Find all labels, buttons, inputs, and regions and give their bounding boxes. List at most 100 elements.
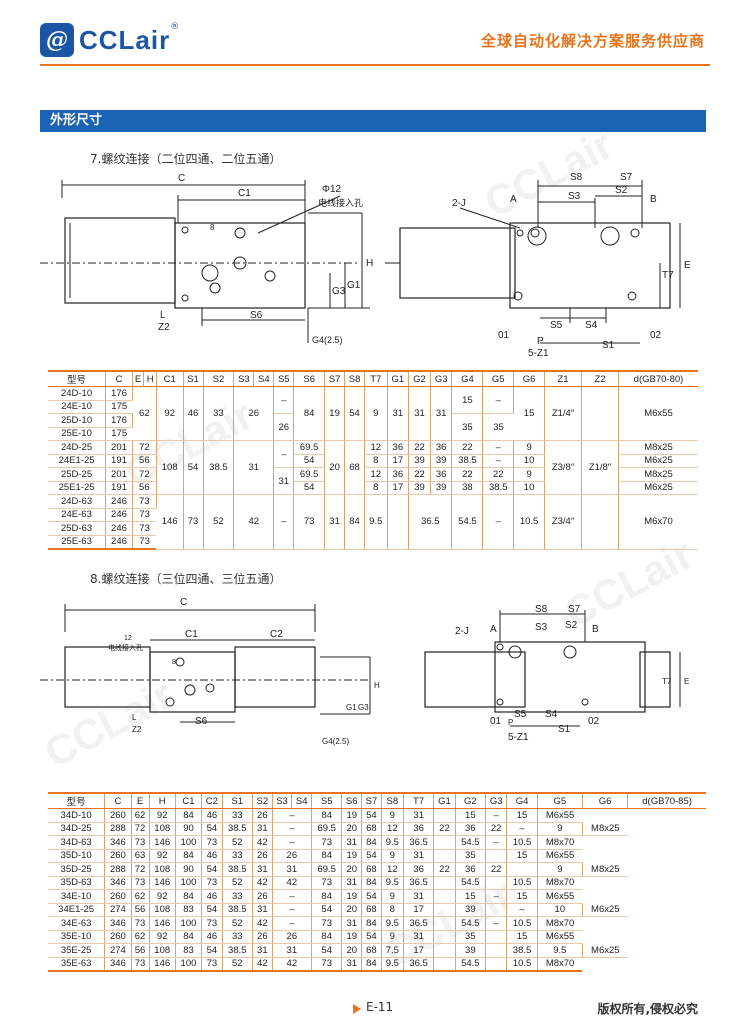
dim-label-8: 8 (210, 223, 215, 232)
cell-h: 108 (149, 943, 176, 958)
dim-label-s5: S5 (514, 709, 527, 720)
cell-c: 346 (104, 876, 132, 890)
cell-s2: 42 (252, 876, 273, 890)
cell-s3s4: 42 (272, 876, 313, 890)
cell-c: 191 (105, 454, 133, 468)
cell-s6: 54 (293, 454, 326, 468)
cell-model: 24D-25 (48, 440, 107, 455)
cell-g4 (506, 862, 538, 877)
cell-s7: 84 (361, 876, 382, 890)
cell-c: 191 (105, 481, 133, 495)
cell-s1: 38.5 (222, 862, 254, 877)
cell-s2: 31 (252, 822, 273, 836)
cell-s1: 38.5 (222, 822, 254, 836)
cell-g6: 15 (513, 386, 546, 441)
column-header: T7 (364, 370, 388, 387)
cell-c1: 84 (175, 930, 203, 944)
cell-g1: 36 (387, 440, 410, 455)
cell-e: 62 (131, 889, 150, 904)
column-header: S3 (272, 792, 293, 809)
cell-g1: 17 (387, 481, 410, 495)
cell-s3s4: – (272, 916, 313, 931)
cell-t7: 8 (364, 481, 388, 495)
cell-g2: 54.5 (455, 835, 487, 850)
cell-c: 176 (105, 386, 133, 401)
cell-s1: 52 (222, 957, 254, 972)
section-title: 外形尺寸 (40, 110, 706, 132)
dim-label-p: P (537, 336, 544, 347)
cell-h: 108 (149, 903, 176, 917)
cell-t7: 36.5 (403, 835, 435, 850)
cell-h: 146 (149, 876, 176, 890)
column-header: 型号 (48, 792, 106, 809)
cell-g2: 31 (408, 386, 431, 441)
cell-s3s4: 31 (233, 440, 275, 495)
column-header: S5 (273, 370, 295, 387)
column-header: G1 (387, 370, 410, 387)
cell-s2: 42 (252, 916, 273, 931)
cell-g4: 38.5 (451, 454, 484, 468)
cell-s5: 84 (311, 889, 343, 904)
column-header: G4 (506, 792, 538, 809)
cell-g2: 15 (455, 808, 487, 823)
cell-e: 62 (131, 930, 150, 944)
column-header: S1 (183, 370, 204, 387)
cell-c1: 92 (156, 386, 184, 441)
cell-d: M6x25 (618, 454, 698, 468)
cell-t7: 9 (364, 386, 388, 441)
cell-s6: 73 (293, 494, 326, 550)
cell-e: 62 (131, 808, 150, 823)
cell-s5: 26 (273, 413, 295, 441)
cell-g3 (485, 903, 508, 917)
cell-t7: 36 (403, 862, 435, 877)
column-header: S4 (291, 792, 313, 809)
cell-z2 (581, 494, 619, 550)
cell-g2: 22 (408, 440, 431, 455)
cell-g4: 15 (506, 930, 538, 944)
dim-label-l: L (132, 713, 137, 722)
cell-g4: 10.5 (506, 835, 538, 850)
cell-t7: 31 (403, 808, 435, 823)
cell-eh: 73 (132, 494, 157, 509)
dim-label-e: E (684, 260, 691, 271)
column-header: H (149, 792, 176, 809)
cell-s5: 31 (273, 467, 295, 495)
cell-c: 175 (105, 427, 133, 441)
cell-s7: 84 (361, 916, 382, 931)
cell-g1 (433, 930, 456, 944)
dim-label-t7: T7 (662, 677, 672, 686)
cell-s2: 38.5 (203, 440, 235, 495)
cell-s1: 38.5 (222, 943, 254, 958)
cell-s5: 73 (311, 957, 343, 972)
cell-g5: M8x70 (537, 835, 583, 850)
cell-g4: 35 (451, 413, 484, 441)
cell-g1 (433, 876, 456, 890)
cell-s8: 12 (381, 822, 404, 836)
cell-g5: M6x55 (537, 889, 583, 904)
dim-label-c: C (180, 597, 187, 608)
logo-icon: @ (40, 23, 74, 57)
cell-eh: 56 (132, 481, 157, 495)
cell-g5: M6x55 (537, 808, 583, 823)
column-header: S1 (222, 792, 254, 809)
cell-g2: 39 (408, 454, 431, 468)
cell-g3: 39 (430, 481, 453, 495)
cell-model: 35D-25 (48, 862, 106, 877)
cell-model: 25E-63 (48, 535, 107, 550)
cell-c1: 84 (175, 889, 203, 904)
cell-g6: 10.5 (513, 494, 546, 550)
cell-s8: 7.5 (381, 943, 404, 958)
cell-e: 73 (131, 876, 150, 890)
dim-label-5z1: 5-Z1 (528, 348, 549, 359)
column-header: S3 (233, 370, 255, 387)
cell-g1 (433, 849, 456, 863)
cell-c1: 90 (175, 862, 203, 877)
cell-g1 (433, 916, 456, 931)
column-header: S5 (311, 792, 343, 809)
